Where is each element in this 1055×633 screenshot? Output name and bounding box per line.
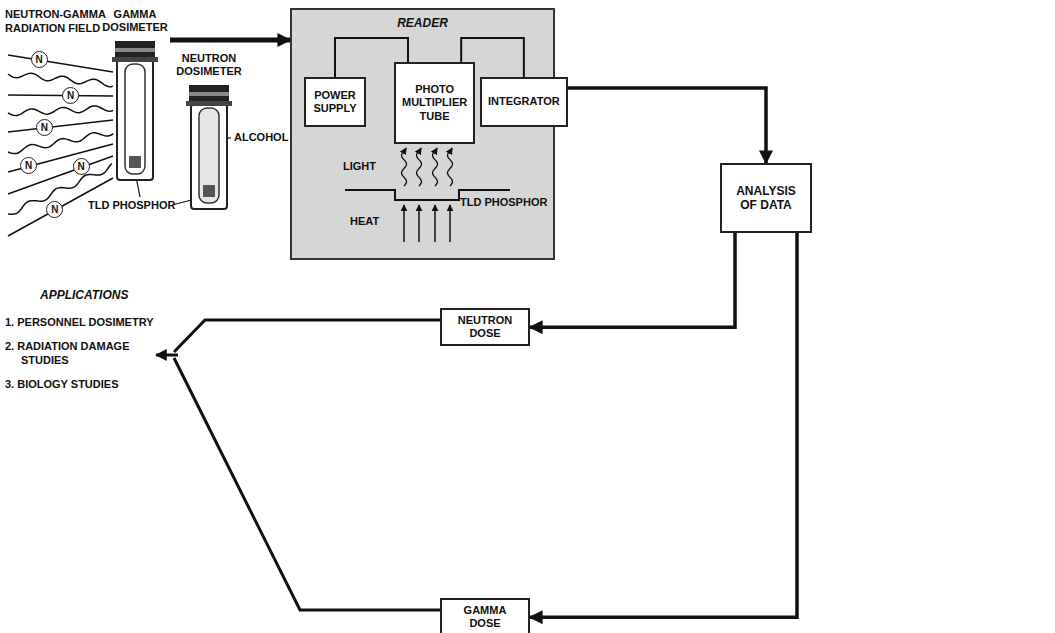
part-label: TLD PHOSPHOR [460, 196, 547, 210]
application-arrows [156, 320, 440, 610]
reader-box: READERPOWER SUPPLYPHOTO MULTIPLIER TUBEI… [290, 8, 555, 260]
integrator-box: INTEGRATOR [480, 77, 568, 127]
power-supply-box: POWER SUPPLY [304, 77, 366, 127]
analysis-box: ANALYSIS OF DATA [720, 163, 812, 233]
flow-arrow [530, 233, 735, 327]
list-heading: APPLICATIONS [40, 288, 128, 303]
node-text: POWER SUPPLY [311, 89, 359, 115]
flow-arrow [555, 88, 766, 163]
part-label: HEAT [350, 215, 379, 229]
light-arrows [402, 148, 453, 186]
heat-arrows [404, 205, 450, 242]
flow-arrow [170, 38, 290, 43]
node-text: PHOTO MULTIPLIER TUBE [401, 83, 468, 123]
neutron-dosimeter: NEUTRON DOSIMETER [176, 52, 242, 217]
neutron-symbol: N [62, 87, 79, 104]
flow-arrow [530, 233, 797, 617]
part-label: ALCOHOL [234, 131, 288, 145]
node-text: GAMMA DOSIMETER [100, 8, 170, 34]
node-text: ANALYSIS OF DATA [734, 184, 798, 213]
dose-box: GAMMA DOSE [440, 598, 530, 633]
node-text: INTEGRATOR [488, 95, 560, 108]
reader-panel [290, 8, 555, 260]
neutron-symbol: N [73, 158, 90, 175]
part-label: TLD PHOSPHOR [88, 199, 175, 213]
node-text: NEUTRON DOSIMETER [176, 52, 242, 78]
node-text: GAMMA DOSE [447, 604, 523, 630]
vial-shape [100, 8, 170, 188]
neutron-symbol: N [20, 157, 37, 174]
field-label: NEUTRON-GAMMA RADIATION FIELD [5, 8, 120, 36]
list-item: 2. RADIATION DAMAGE STUDIES [5, 340, 171, 368]
part-label: LIGHT [343, 160, 376, 174]
neutron-symbol: N [31, 51, 48, 68]
photomultiplier-box: PHOTO MULTIPLIER TUBE [394, 62, 475, 144]
node-text: READER [292, 16, 553, 30]
dose-box: NEUTRON DOSE [440, 308, 530, 346]
gamma-dosimeter: GAMMA DOSIMETER [100, 8, 170, 188]
neutron-symbol: N [36, 119, 53, 136]
list-item: 3. BIOLOGY STUDIES [5, 378, 119, 392]
list-item: 1. PERSONNEL DOSIMETRY [5, 316, 154, 330]
neutron-symbol: N [46, 201, 63, 218]
node-text: NEUTRON DOSE [447, 314, 523, 340]
